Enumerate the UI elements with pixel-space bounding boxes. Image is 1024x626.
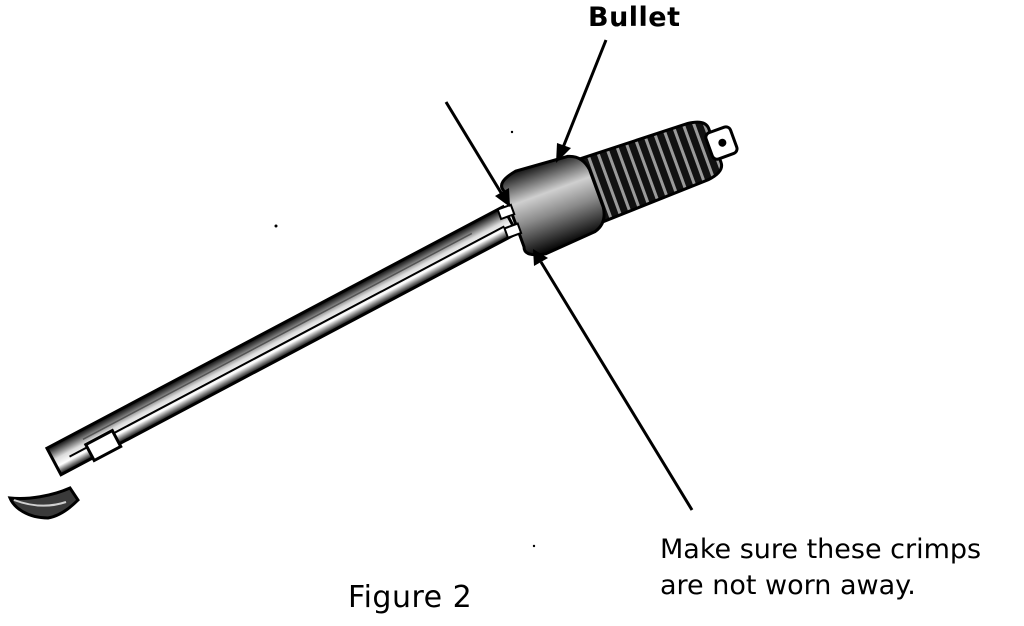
lower-crimp-arrow <box>533 249 694 511</box>
crimp-note-line-2: are not worn away. <box>660 570 916 601</box>
bullet-label: Bullet <box>588 2 681 33</box>
upper-crimp-arrow <box>444 101 510 207</box>
crimp-note-line-1: Make sure these crimps <box>660 534 982 565</box>
bullet-pointer-arrow <box>556 39 608 163</box>
figure-caption: Figure 2 <box>348 580 473 615</box>
scan-specks <box>274 130 536 548</box>
tool-shaft <box>44 204 520 477</box>
hook-tip <box>7 486 80 520</box>
bullet-and-handle <box>496 120 739 257</box>
crimp-note: Make sure these crimps are not worn away… <box>660 532 981 604</box>
